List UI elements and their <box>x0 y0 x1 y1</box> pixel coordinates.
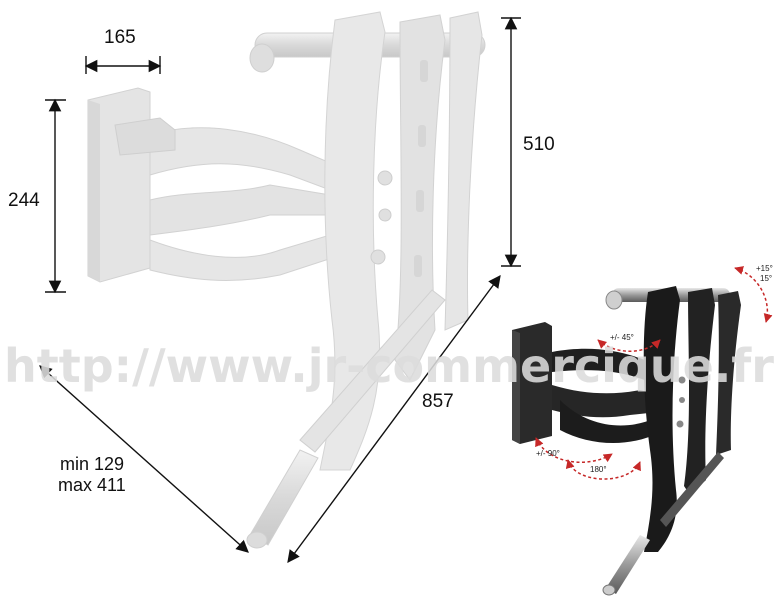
swivel-bottom-arrow <box>535 437 613 463</box>
tilt-plus-label: +15° <box>756 264 773 273</box>
swivel-top-arrow <box>597 339 661 352</box>
bracket-height-dimension: 510 <box>523 134 555 155</box>
extension-min-dimension: min 129 <box>60 454 124 474</box>
watermark-text: http://www.jr-commercique.fr <box>4 339 774 393</box>
arm-depth-dimension: 165 <box>104 27 136 48</box>
swivel-top-label: +/- 45° <box>610 333 634 342</box>
ghost-mount <box>87 11 486 549</box>
tilt-arrow <box>734 266 773 323</box>
product-photo <box>512 286 741 596</box>
rotation-indicators <box>535 266 773 480</box>
swivel-bottom-label: +/- 90° <box>536 449 560 458</box>
plate-height-dimension: 244 <box>8 190 40 211</box>
extension-max-dimension: max 411 <box>58 475 126 495</box>
rotate-arrow <box>565 459 641 480</box>
bracket-width-dimension: 857 <box>422 391 454 412</box>
rotate-label: 180° <box>590 465 607 474</box>
dimension-lines <box>39 16 521 564</box>
tilt-minus-label: 15° <box>760 274 772 283</box>
